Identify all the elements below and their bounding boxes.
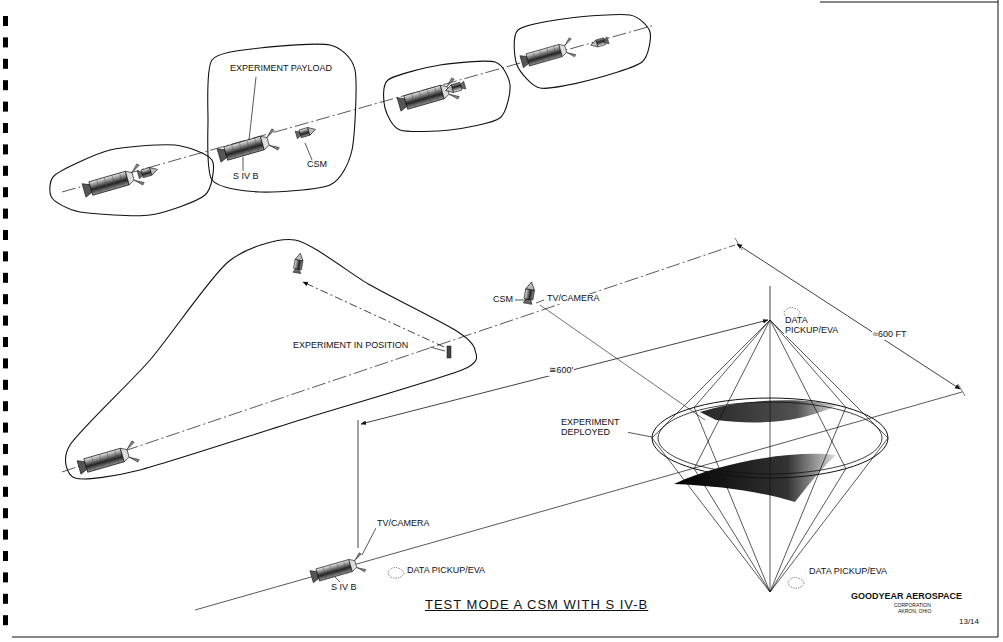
binder-hole <box>3 401 8 411</box>
flight-axis <box>62 25 655 192</box>
packed-experiment <box>447 346 451 358</box>
dimension-line <box>361 320 768 424</box>
binder-hole <box>3 16 8 26</box>
binder-hole <box>3 209 8 219</box>
extension-line <box>958 384 965 396</box>
part-label: CSM <box>492 295 514 305</box>
binder-hole <box>3 337 8 347</box>
extension-line <box>735 238 742 250</box>
transfer-arrow <box>303 282 444 347</box>
binder-hole <box>3 572 8 582</box>
binder-hole <box>3 123 8 133</box>
company-name: GOODYEAR AEROSPACE <box>850 592 963 602</box>
company-line: AKRON, OHIO <box>897 609 932 615</box>
leader-line <box>335 577 340 582</box>
csm-spacecraft <box>590 37 609 49</box>
leader-line <box>305 143 312 160</box>
binder-hole <box>3 144 8 154</box>
sheet-border <box>998 0 999 637</box>
dimension-line <box>737 244 960 389</box>
binder-hole <box>3 358 8 368</box>
sheet-number: 13/14 <box>958 618 980 627</box>
binder-hole <box>3 380 8 390</box>
eva-symbol <box>788 578 804 589</box>
binder-hole <box>3 508 8 518</box>
extension-line <box>358 420 359 548</box>
eva-symbol <box>388 568 404 579</box>
s-ivb-stage <box>309 552 366 586</box>
binder-hole <box>3 166 8 176</box>
binder-hole <box>3 230 8 240</box>
phase-outline <box>50 145 214 216</box>
callout-label: DATA PICKUP/EVA <box>406 566 486 576</box>
binder-hole <box>3 80 8 90</box>
binder-hole <box>3 251 8 261</box>
callout-label: DATA PICKUP/EVA <box>784 316 848 336</box>
launch-stack <box>81 163 145 201</box>
binder-hole <box>3 273 8 283</box>
callout-label: EXPERIMENT IN POSITION <box>292 341 409 351</box>
dimension-label: ≅600' <box>548 366 574 376</box>
sheet-border <box>12 637 998 638</box>
s-ivb-stage <box>76 440 140 478</box>
binder-hole <box>3 423 8 433</box>
binder-hole <box>3 102 8 112</box>
binder-hole <box>3 187 8 197</box>
binder-hole <box>3 294 8 304</box>
part-label: CSM <box>306 160 328 170</box>
leader-line <box>249 77 256 140</box>
flight-axis <box>62 245 735 472</box>
binder-hole <box>3 530 8 540</box>
csm-spacecraft <box>523 281 535 304</box>
part-label: TV/CAMERA <box>376 519 431 529</box>
phase-outline <box>66 240 477 479</box>
csm-spacecraft <box>295 126 316 139</box>
s-ivb-stage <box>216 128 280 166</box>
csm-spacecraft <box>293 253 304 274</box>
deployed-experiment <box>652 286 888 592</box>
s-ivb-stage <box>519 37 576 71</box>
binder-hole <box>3 444 8 454</box>
flight-axis <box>195 392 962 610</box>
binder-hole <box>3 551 8 561</box>
csm-spacecraft <box>444 81 465 94</box>
csm-spacecraft <box>137 166 158 179</box>
part-label: TV/CAMERA <box>546 294 601 304</box>
binder-hole <box>3 59 8 69</box>
phase-outline <box>514 15 650 89</box>
leader-line <box>430 347 445 351</box>
binder-hole <box>3 465 8 475</box>
callout-label: DATA PICKUP/EVA <box>808 567 888 577</box>
binder-hole <box>3 316 8 326</box>
leader-line <box>362 528 376 555</box>
caption: TEST MODE A CSM WITH S IV-B <box>424 597 649 612</box>
s-ivb-stage <box>396 77 460 115</box>
leader-line <box>243 157 244 171</box>
leader-line <box>515 300 526 301</box>
company-line: CORPORATION <box>893 603 932 609</box>
sight-line <box>540 305 705 420</box>
callout-label: EXPERIMENT DEPLOYED <box>560 418 628 438</box>
binder-hole <box>3 37 8 47</box>
phase-outline <box>208 44 356 192</box>
binder-hole <box>3 615 8 625</box>
part-label: S IV B <box>330 583 358 593</box>
sheet-border <box>820 2 998 3</box>
binder-hole <box>3 487 8 497</box>
leader-line <box>536 300 544 303</box>
dimension-label: ≈600 FT <box>872 330 907 340</box>
part-label: EXPERIMENT PAYLOAD <box>229 64 333 74</box>
binder-hole <box>3 594 8 604</box>
part-label: S IV B <box>232 172 260 182</box>
